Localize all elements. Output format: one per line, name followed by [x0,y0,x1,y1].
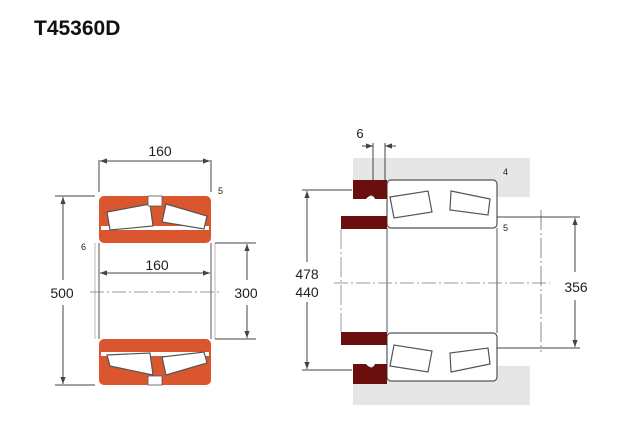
spacer-outer-bottom [353,364,387,384]
spacer-inner-bottom [341,332,387,345]
dim-width-inner: 160 [145,257,169,273]
left-section-view: 160 160 500 300 5 6 [50,143,258,386]
dim-width-outer: 160 [148,143,172,159]
note-5: 5 [218,186,223,196]
dim-housing-478: 478 [295,266,319,282]
note-6: 6 [81,242,86,252]
dim-housing-440: 440 [295,284,319,300]
right-mounting-view: 6 478 440 356 4 5 [295,126,588,405]
dim-spacer-width: 6 [356,126,363,141]
note-4: 4 [503,167,508,177]
dim-outer-diameter: 500 [50,285,74,301]
bearing-bottom-section [99,339,211,386]
dim-shaft-356: 356 [564,279,588,295]
bearing-top-section [99,195,211,243]
spacer-outer-top [353,180,387,199]
part-number-title: T45360D [34,17,121,40]
dim-bore: 300 [234,285,258,301]
spacer-inner-top [341,216,387,229]
note-5-right: 5 [503,223,508,233]
